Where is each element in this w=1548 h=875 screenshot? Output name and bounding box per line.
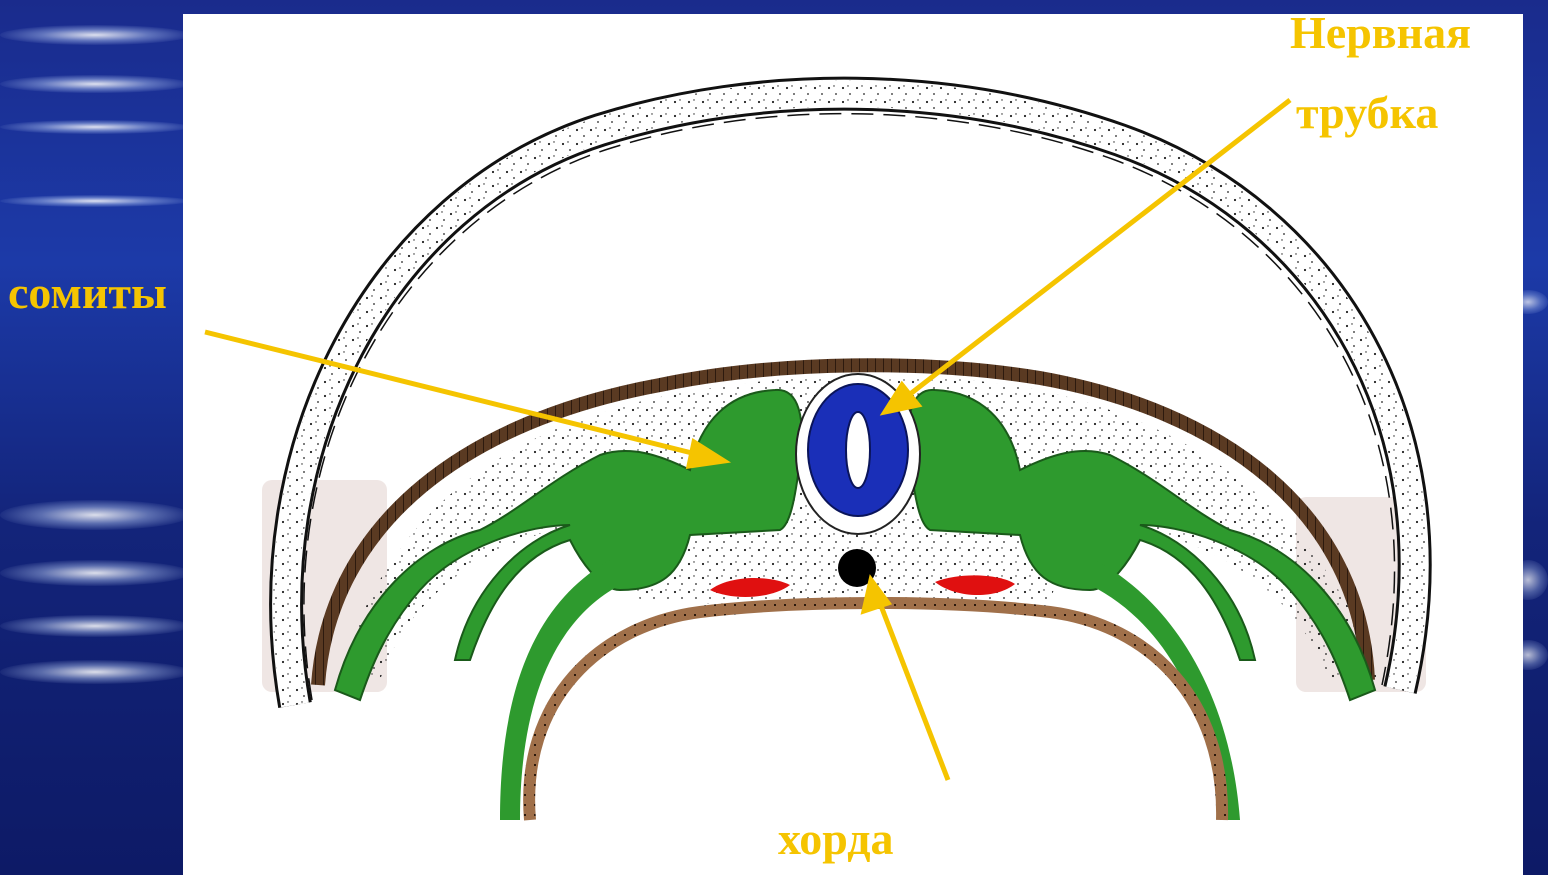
neural-tube-label-line2: трубка xyxy=(1296,88,1438,138)
neural-tube-label-line1: Нервная xyxy=(1290,8,1471,58)
endoderm-layer xyxy=(529,603,1222,820)
somites-label: сомиты xyxy=(8,268,167,318)
chorda-arrow xyxy=(878,598,948,780)
chorda-label: хорда xyxy=(778,814,894,864)
